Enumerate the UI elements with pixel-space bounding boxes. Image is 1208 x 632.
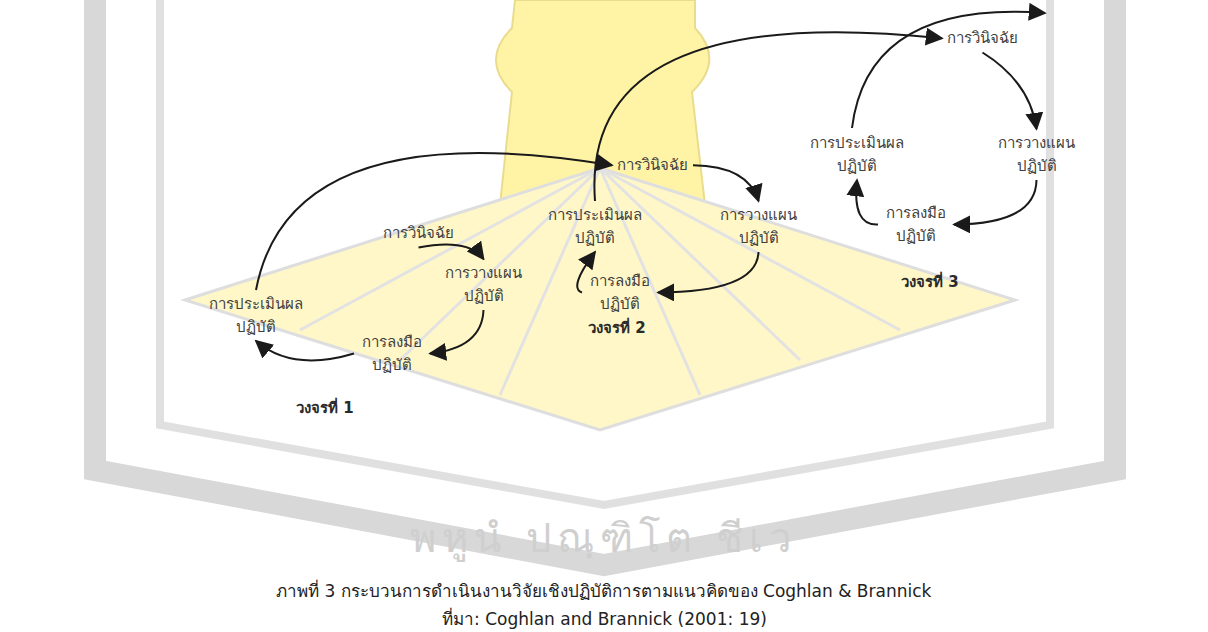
cycle-arrow xyxy=(954,180,1037,225)
step-text: การวินิจฉัย xyxy=(383,222,454,245)
step-text: การลงมือ ปฏิบัติ xyxy=(587,270,653,315)
emblem-inner-frame xyxy=(160,0,1050,505)
step-text: การวางแผน ปฏิบัติ xyxy=(995,132,1078,177)
step-text: การประเมินผล ปฏิบัติ xyxy=(545,204,645,249)
cycle-arrow xyxy=(430,310,484,354)
step-text: การวางแผน ปฏิบัติ xyxy=(717,204,800,249)
next-cycle-arrow xyxy=(852,12,1045,128)
step-label: การวางแผน ปฏิบัติ xyxy=(440,262,527,307)
cycle-label: วงจรที่ 3 xyxy=(901,272,959,293)
cycle-arrow xyxy=(658,252,759,293)
emblem-fan xyxy=(185,168,1015,430)
step-label: การวินิจฉัย xyxy=(615,154,690,177)
step-text: การลงมือ ปฏิบัติ xyxy=(883,202,949,247)
cycle-label: วงจรที่ 1 xyxy=(296,398,354,419)
figure-caption: ภาพที่ 3 กระบวนการดำเนินงานวิจัยเชิงปฏิบ… xyxy=(276,580,931,604)
step-label: การลงมือ ปฏิบัติ xyxy=(881,202,951,247)
step-label: การลงมือ ปฏิบัติ xyxy=(585,270,655,315)
step-text: การประเมินผล ปฏิบัติ xyxy=(206,293,306,338)
step-text: การวินิจฉัย xyxy=(947,27,1018,50)
emblem-outer-frame xyxy=(95,0,1115,565)
step-label: การวางแผน ปฏิบัติ xyxy=(715,204,802,249)
cycle-arrow xyxy=(693,165,759,201)
cycle-label: วงจรที่ 2 xyxy=(588,318,646,339)
step-label: การลงมือ ปฏิบัติ xyxy=(357,331,427,376)
step-label: การวินิจฉัย xyxy=(381,222,456,245)
step-label: การวินิจฉัย xyxy=(945,27,1020,50)
step-label: การประเมินผล ปฏิบัติ xyxy=(805,132,909,177)
source-note: ที่มา: Coghlan and Brannick (2001: 19) xyxy=(442,608,767,632)
cycle-arrow xyxy=(856,180,878,225)
emblem-rays xyxy=(300,168,900,395)
step-text: การวินิจฉัย xyxy=(617,154,688,177)
step-text: การประเมินผล ปฏิบัติ xyxy=(807,132,907,177)
step-label: การประเมินผล ปฏิบัติ xyxy=(543,204,647,249)
cycle-arrow xyxy=(594,32,942,201)
step-label: การประเมินผล ปฏิบัติ xyxy=(204,293,308,338)
watermark-text: พหูนํ ปณฺฑิโต ชีเว xyxy=(410,512,797,564)
cycle-arrow xyxy=(256,341,354,360)
cycle-arrow xyxy=(419,245,484,259)
cycle-arrow xyxy=(983,53,1037,130)
step-text: การลงมือ ปฏิบัติ xyxy=(359,331,425,376)
step-text: การวางแผน ปฏิบัติ xyxy=(442,262,525,307)
step-label: การวางแผน ปฏิบัติ xyxy=(993,132,1080,177)
